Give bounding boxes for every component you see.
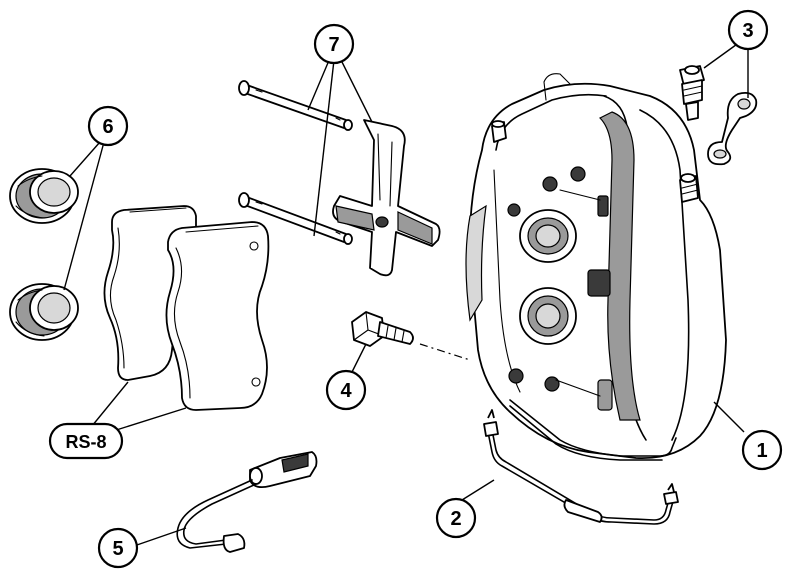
pad-set-tag-label: RS-8 xyxy=(65,432,106,452)
bleed-fitting-banjo xyxy=(707,91,758,166)
callout-3: 3 xyxy=(727,9,769,51)
leader-7b xyxy=(313,59,335,237)
brake-pad-front xyxy=(165,221,270,411)
leader-1 xyxy=(713,401,745,433)
leader-rs8a xyxy=(91,381,129,427)
leader-5 xyxy=(133,527,187,547)
pad-spring-plate xyxy=(332,119,441,277)
leader-4 xyxy=(349,343,367,377)
callout-6: 6 xyxy=(87,105,129,147)
brake-line-pipe xyxy=(483,399,679,525)
brake-caliper-body xyxy=(465,73,727,460)
bolt-axis-line xyxy=(419,343,471,361)
callout-1: 1 xyxy=(741,429,783,471)
caliper-bolt xyxy=(351,311,414,347)
callout-2-label: 2 xyxy=(450,508,461,530)
caliper-top-bolt-left xyxy=(491,120,507,143)
callout-1-label: 1 xyxy=(756,440,767,462)
callout-5-label: 5 xyxy=(112,538,123,560)
leader-7a xyxy=(307,57,331,111)
callout-7: 7 xyxy=(313,23,355,65)
piston-boot-lower xyxy=(9,283,79,341)
callout-4: 4 xyxy=(325,369,367,411)
leader-6b xyxy=(63,141,105,291)
leader-7c xyxy=(339,57,373,123)
bleeder-screw xyxy=(679,65,705,121)
callout-2: 2 xyxy=(435,497,477,539)
pad-set-tag: RS-8 xyxy=(48,422,124,460)
piston-boot-upper xyxy=(9,168,79,224)
leader-6a xyxy=(69,141,101,177)
leader-2 xyxy=(461,479,495,501)
leader-rs8b xyxy=(109,407,187,433)
retaining-pin-upper xyxy=(238,80,353,131)
pad-wear-sensor xyxy=(176,451,318,553)
callout-6-label: 6 xyxy=(102,116,113,138)
callout-4-label: 4 xyxy=(340,380,352,402)
callout-5: 5 xyxy=(97,527,139,569)
leader-3a xyxy=(703,41,741,69)
callout-3-label: 3 xyxy=(742,20,753,42)
retaining-pin-lower xyxy=(238,192,353,245)
callout-7-label: 7 xyxy=(328,34,339,56)
caliper-top-bolt-right xyxy=(679,173,699,203)
